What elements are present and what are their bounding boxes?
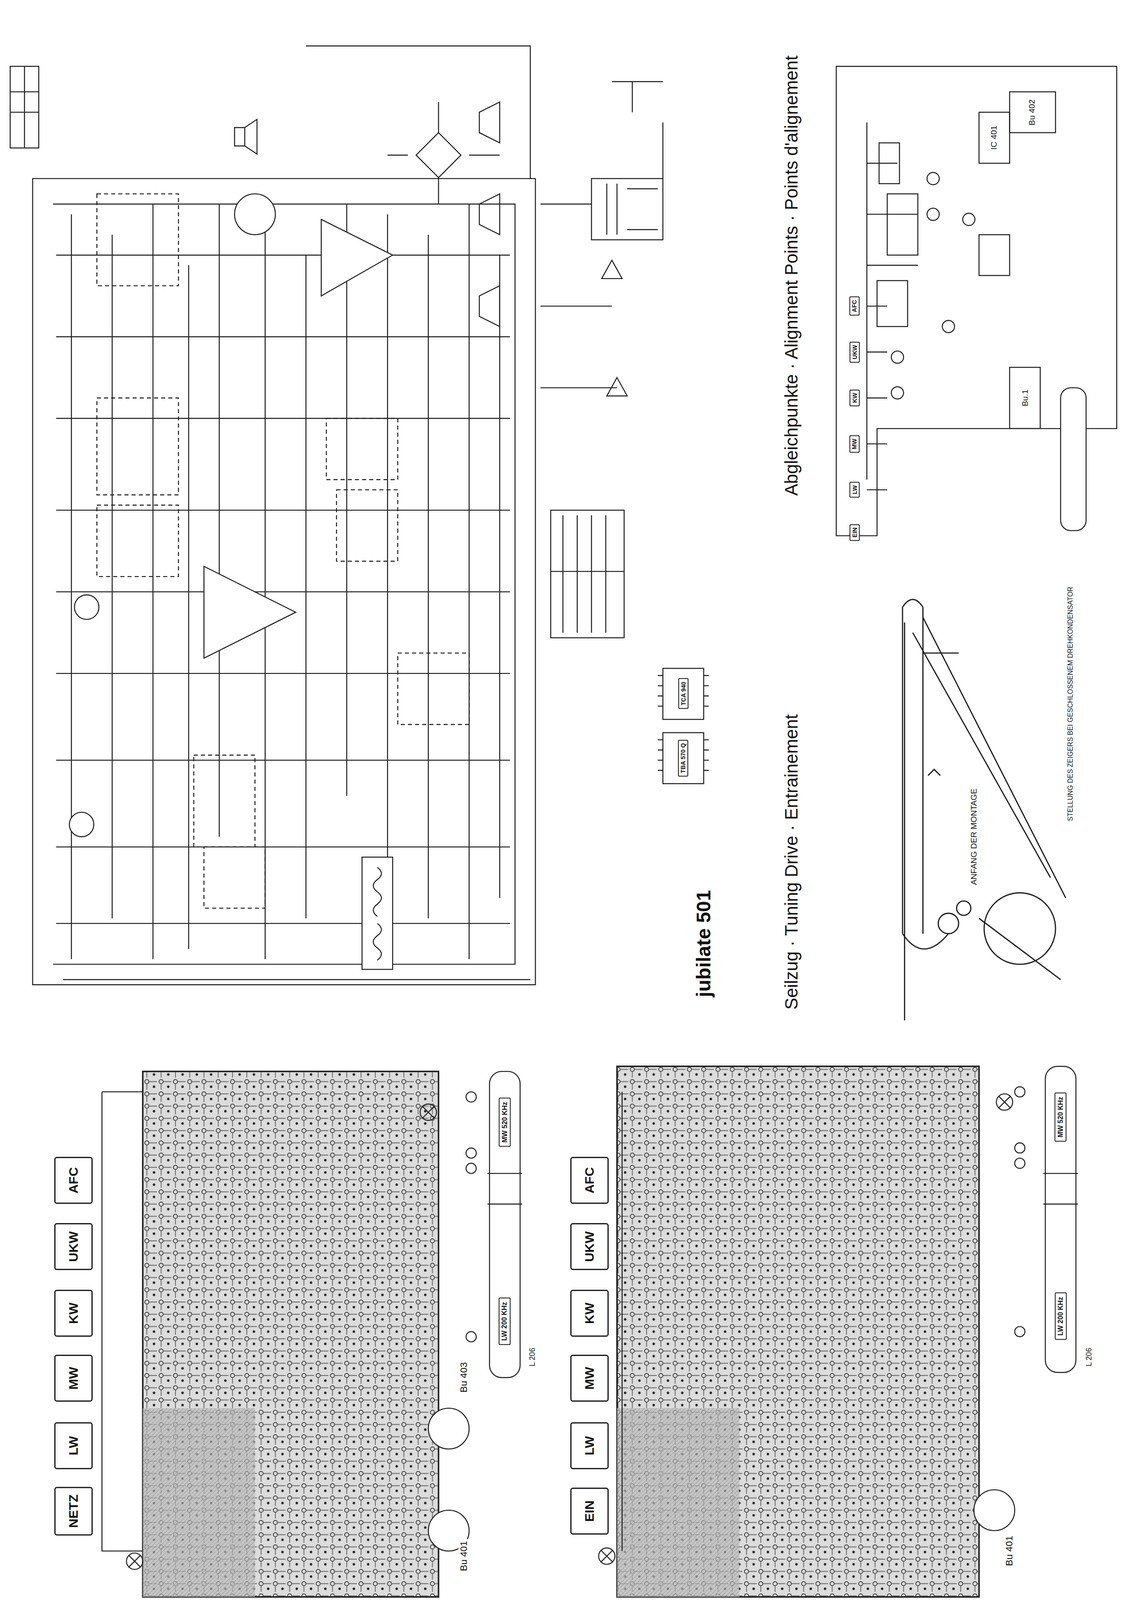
node-label: EIN (582, 1499, 597, 1522)
node-label: EIN (851, 527, 859, 538)
push-button: AFC (570, 1156, 609, 1204)
push-button: MW (54, 1354, 93, 1402)
part-label: L 206 (527, 1345, 537, 1368)
section-heading: Abgleichpunkte · Alignment Points · Poin… (781, 53, 802, 498)
push-button: UKW (54, 1222, 93, 1270)
push-button: UKW (570, 1222, 609, 1270)
node-label: MW (582, 1366, 597, 1390)
component-box: TBA 570 Q (678, 739, 689, 777)
node-label: LW (851, 484, 859, 494)
node-label: KW (582, 1302, 597, 1324)
push-button: NETZ (54, 1486, 93, 1535)
node-label: AFC (851, 299, 859, 313)
node-label: NETZ (66, 1493, 81, 1528)
model-title: jubilate 501 (692, 888, 716, 999)
node-label: MW (851, 438, 859, 449)
component-box: MW (849, 434, 860, 453)
part-label: Bu 402 (1027, 97, 1037, 127)
node-label: MW 520 KHz (1056, 1096, 1065, 1138)
node-label: KW (66, 1302, 81, 1324)
node-label: LW 200 KHz (1056, 1296, 1065, 1335)
component-box: LW 200 KHz (498, 1296, 511, 1345)
part-label: Bu 401 (1004, 1533, 1016, 1567)
node-label: UKW (582, 1231, 597, 1262)
push-button: KW (54, 1289, 93, 1337)
push-button: AFC (54, 1156, 93, 1204)
node-label: AFC (582, 1166, 597, 1194)
component-box: TCA 940 (678, 678, 689, 710)
push-button: LW (54, 1421, 93, 1469)
component-box: LW 200 KHz (1054, 1291, 1067, 1340)
section-heading: Seilzug · Tuning Drive · Entrainement (781, 712, 802, 1012)
node-label: TCA 940 (680, 681, 687, 706)
part-label: Bu.1 (1020, 387, 1030, 408)
component-box: AFC (849, 296, 860, 316)
part-label: L 206 (1084, 1345, 1094, 1368)
node-label: LW (66, 1435, 81, 1455)
component-box: KW (849, 389, 860, 406)
component-box: LW (849, 481, 860, 498)
node-label: KW (851, 392, 859, 403)
part-label: STELLUNG DES ZEIGERS BEI GESCHLOSSENEM D… (1067, 584, 1075, 823)
node-label: LW 200 KHz (501, 1301, 509, 1341)
part-label: Bu 403 (458, 1359, 470, 1394)
component-box: MW 520 KHz (1054, 1092, 1067, 1142)
part-label: ANFANG DER MONTAGE (969, 786, 979, 887)
node-label: MW (66, 1366, 81, 1390)
node-label: UKW (66, 1231, 81, 1262)
part-label: Bu 401 (458, 1538, 470, 1572)
node-label: TBA 570 Q (680, 742, 687, 773)
component-box: UKW (849, 341, 860, 363)
component-box: EIN (849, 524, 860, 541)
component-box: MW 520 KHz (498, 1097, 511, 1147)
push-button: MW (570, 1354, 609, 1402)
node-label: AFC (66, 1166, 81, 1194)
push-button: LW (570, 1421, 609, 1469)
node-label: UKW (851, 344, 859, 359)
push-button: EIN (570, 1486, 609, 1534)
node-label: LW (582, 1435, 597, 1455)
part-label: IC 401 (989, 123, 1000, 152)
node-label: MW 520 KHz (501, 1101, 509, 1143)
push-button: KW (570, 1289, 609, 1337)
